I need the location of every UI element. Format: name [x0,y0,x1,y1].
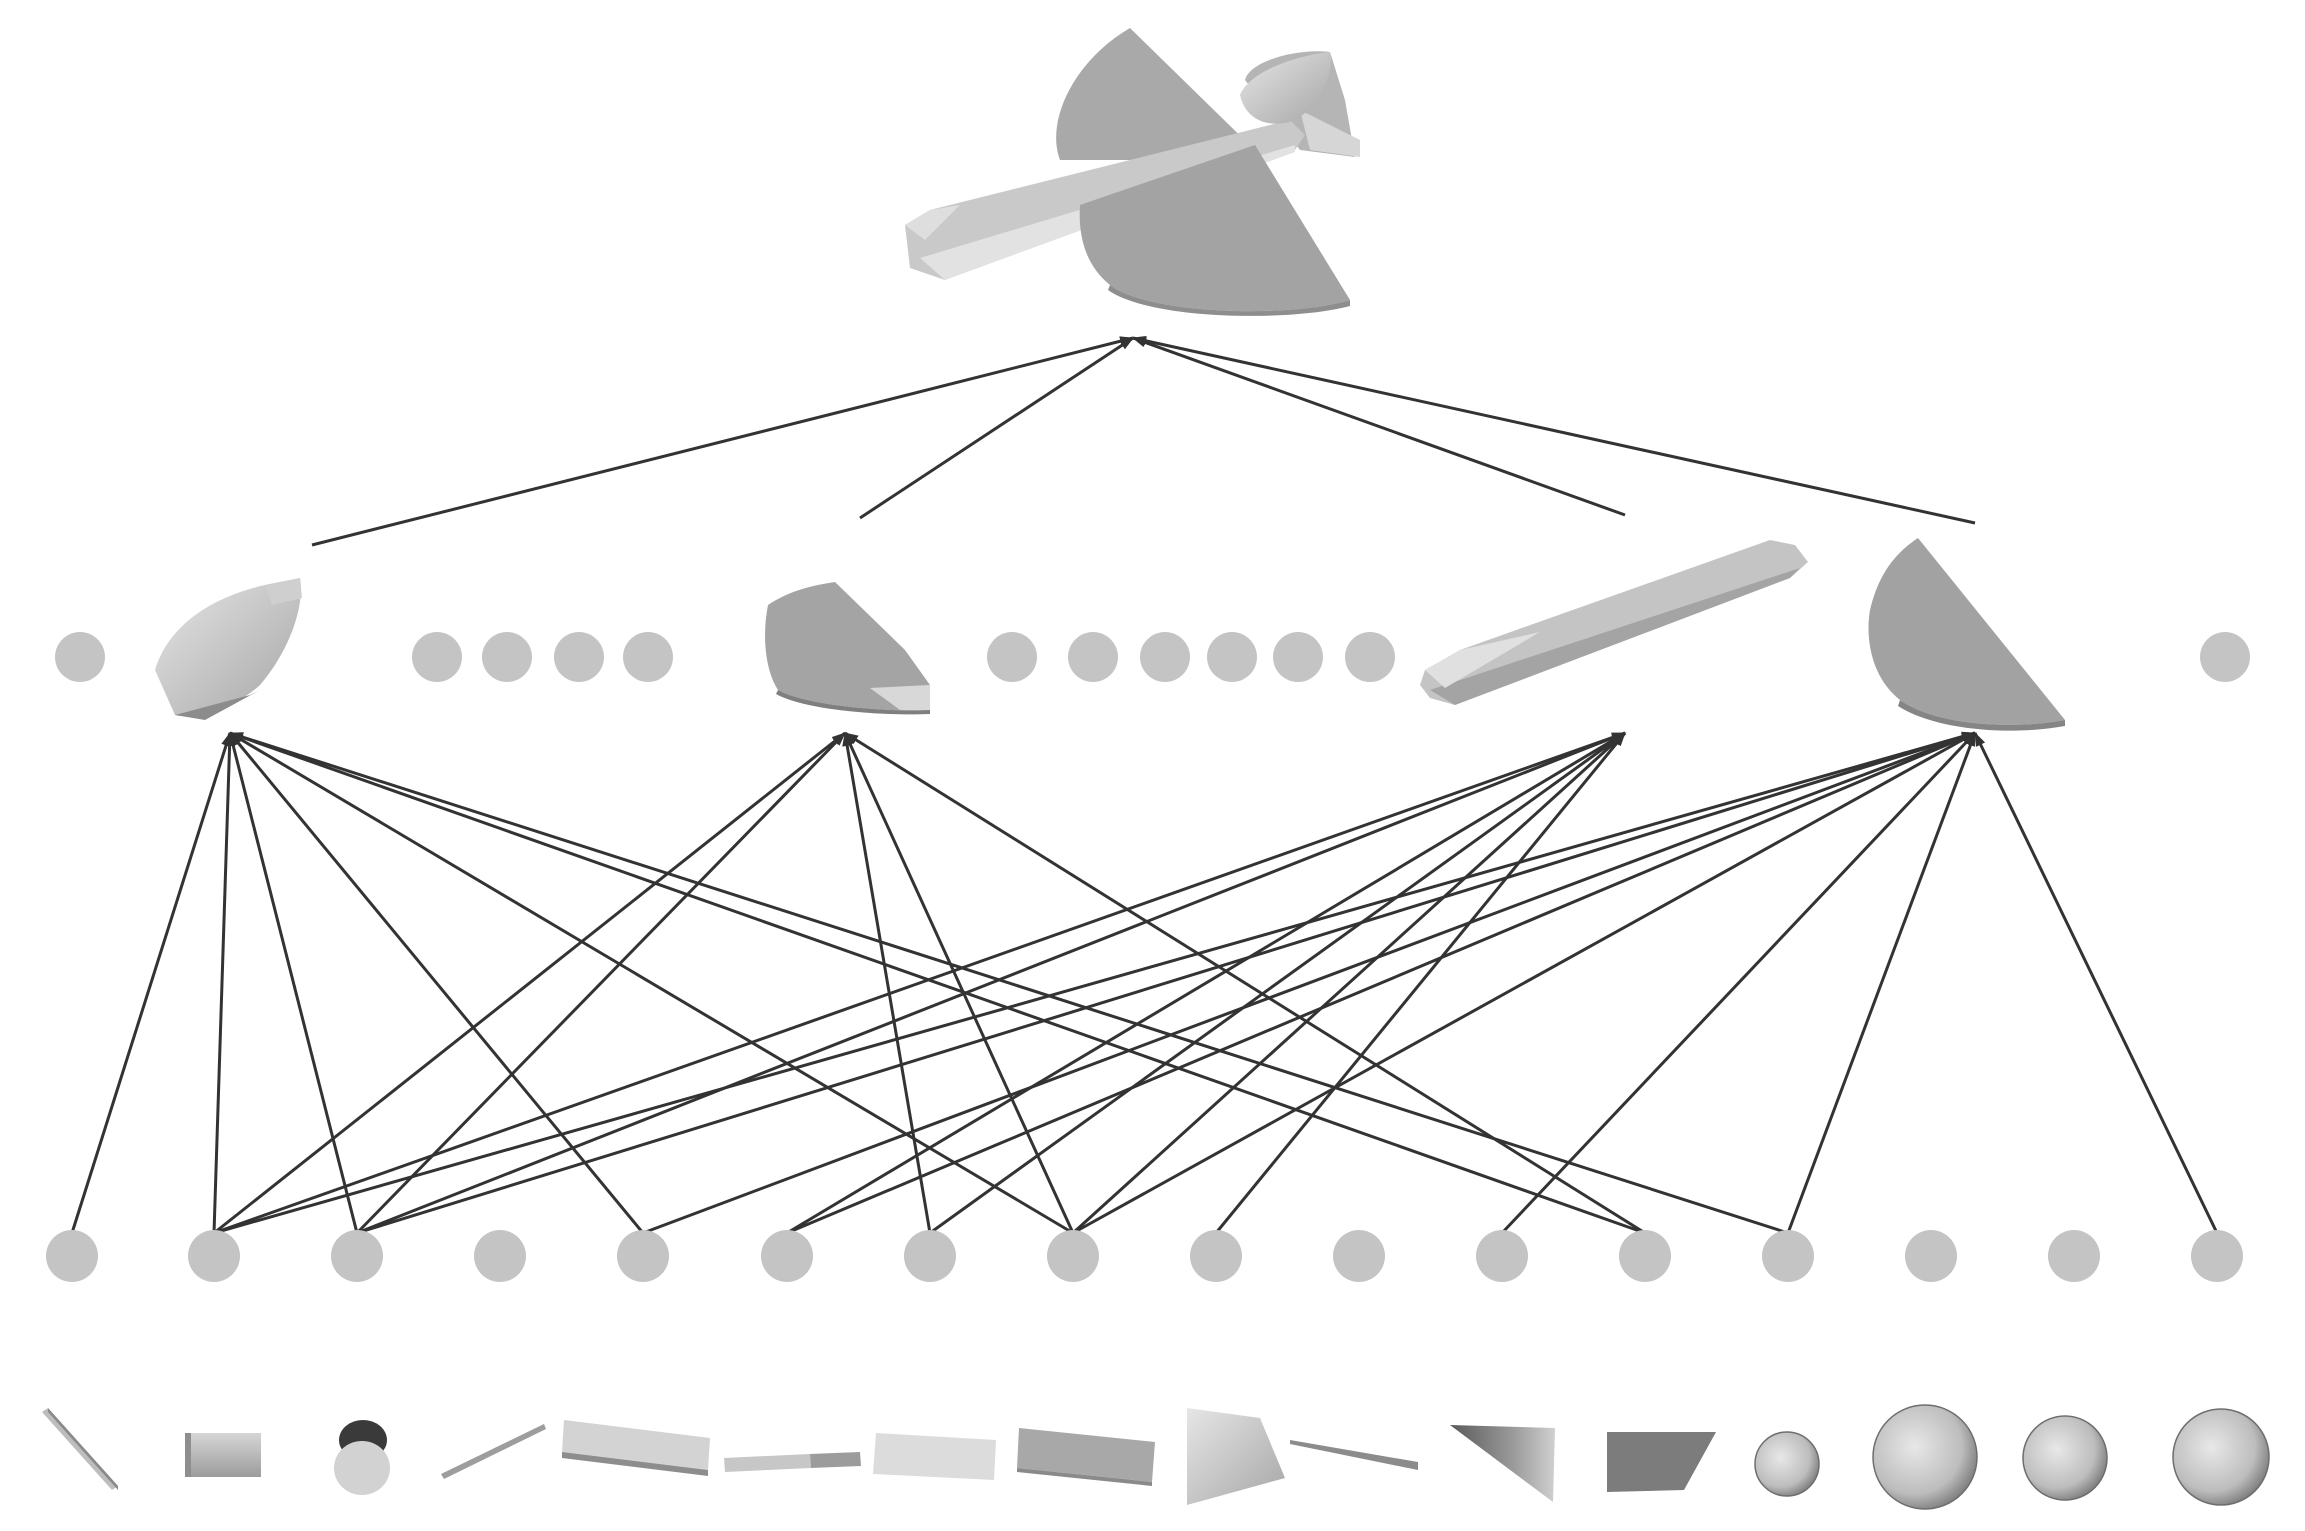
mid-node [2200,632,2250,682]
primitive-cylinder-disc [334,1420,390,1495]
edge-bottom-0-to-nose-part [70,732,232,1234]
mid-node [554,632,604,682]
edge-bottom-11-to-wing-piece-part [844,731,1646,1235]
edge-bottom-12-to-wing-part [1786,732,1977,1234]
edge-bottom-11-to-nose-part [229,731,1646,1235]
edge-bottom-1-to-wing-part [213,731,1976,1235]
edge-bottom-1-to-nose-part [212,732,235,1234]
bottom-node [1476,1230,1528,1282]
edge-bottom-7-to-wing-piece-part [843,732,1075,1234]
mid-node [55,632,105,682]
edge-bottom-5-to-fuselage-part [786,731,1626,1235]
edge-bottom-2-to-nose-part [228,732,359,1234]
primitive-thin-stick [441,1424,546,1479]
bottom-node [1905,1230,1957,1282]
edge-bottom-1-to-fuselage-part [213,731,1626,1235]
edge-bottom-4-to-wing-part [642,731,1976,1235]
mid-node [987,632,1037,682]
bottom-node [761,1230,813,1282]
edge-wing-part-to-root [1132,335,1976,525]
bottom-node [188,1230,240,1282]
edge-nose-part-to-root [311,336,1134,547]
fuselage-part-shape [1420,540,1808,705]
edge-layer [70,335,2219,1235]
edge-bottom-5-to-wing-part [786,731,1976,1235]
bottom-node [1333,1230,1385,1282]
primitive-dark-panel [1017,1428,1155,1486]
mid-node [1207,632,1257,682]
mid-node [1068,632,1118,682]
primitive-medium-sphere [2022,1415,2108,1501]
primitive-trapezoid-block [1607,1432,1716,1492]
airplane-root-shape [905,28,1360,316]
edge-bottom-4-to-nose-part [228,732,645,1234]
mid-node [623,632,673,682]
mid-layer-nodes [55,632,2250,682]
edge-bottom-7-to-nose-part [229,731,1074,1235]
edge-bottom-6-to-wing-piece-part [842,732,932,1234]
bottom-node [1047,1230,1099,1282]
primitive-needle [1290,1440,1418,1470]
bottom-node [46,1230,98,1282]
primitive-large-sphere-2 [2172,1408,2270,1506]
primitive-thin-rod [42,1408,118,1490]
mid-node [412,632,462,682]
edge-bottom-6-to-fuselage-part [929,731,1626,1235]
primitive-small-sphere [1754,1431,1820,1497]
bottom-node [331,1230,383,1282]
mid-node [1140,632,1190,682]
bottom-node [904,1230,956,1282]
edge-bottom-7-to-wing-part [1072,731,1976,1235]
primitive-light-panel [873,1433,996,1480]
edge-bottom-15-to-wing-part [1973,732,2219,1234]
mid-node [1345,632,1395,682]
edge-bottom-2-to-wing-part [356,731,1976,1235]
wing-part-shape [1868,538,2065,731]
primitive-shapes-row [42,1404,2270,1510]
wing-piece-part-shape [765,582,930,715]
primitive-triangular-sheet [1450,1425,1555,1502]
edge-bottom-10-to-wing-part [1500,731,1977,1235]
edge-bottom-2-to-fuselage-part [356,731,1626,1235]
edge-fuselage-part-to-root [1132,336,1626,517]
bottom-node [617,1230,669,1282]
bottom-node [474,1230,526,1282]
mid-node [1273,632,1323,682]
bottom-layer-nodes [46,1230,2243,1282]
edge-bottom-12-to-nose-part [229,731,1789,1235]
bottom-node [2048,1230,2100,1282]
primitive-short-cylinder [185,1433,261,1477]
edge-bottom-2-to-wing-piece-part [355,731,847,1235]
mid-node [482,632,532,682]
edge-bottom-1-to-wing-piece-part [213,731,846,1235]
bottom-node [1619,1230,1671,1282]
primitive-flat-bar [562,1420,710,1476]
bottom-node [1190,1230,1242,1282]
primitive-large-sphere [1872,1404,1978,1510]
bottom-node [1762,1230,1814,1282]
mid-layer-parts [155,538,2065,731]
nose-part-shape [155,578,302,720]
primitive-two-tone-bar [724,1452,861,1472]
edge-bottom-7-to-fuselage-part [1071,731,1627,1235]
edge-bottom-8-to-fuselage-part [1214,732,1627,1234]
bottom-node [2191,1230,2243,1282]
edge-wing-piece-part-to-root [859,336,1134,520]
primitive-quad-sheet [1187,1408,1285,1505]
